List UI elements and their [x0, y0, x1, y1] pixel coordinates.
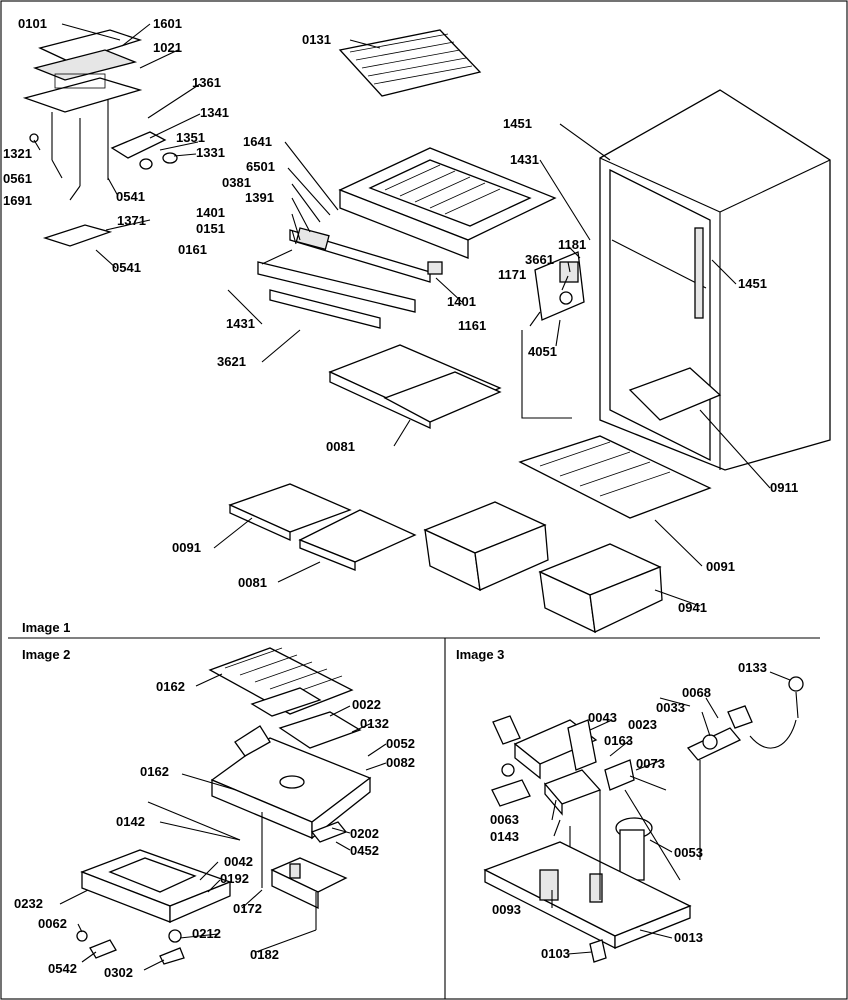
callout-0182: 0182 — [250, 947, 279, 962]
callout-labels: 0101 1601 1021 0131 1361 1341 1351 1331 … — [3, 16, 798, 980]
callout-0103: 0103 — [541, 946, 570, 961]
callout-0131: 0131 — [302, 32, 331, 47]
callout-1451-a: 1451 — [503, 116, 532, 131]
callout-0093: 0093 — [492, 902, 521, 917]
callout-1431-b: 1431 — [510, 152, 539, 167]
part-cover-top — [38, 29, 143, 63]
callout-3621: 3621 — [217, 354, 246, 369]
part-wire-shelf-0131 — [338, 29, 482, 97]
callout-0101: 0101 — [18, 16, 47, 31]
callout-0163: 0163 — [604, 733, 633, 748]
callout-0541-a: 0541 — [116, 189, 145, 204]
callout-0062: 0062 — [38, 916, 67, 931]
image2-parts — [59, 647, 387, 971]
callout-0162-b: 0162 — [140, 764, 169, 779]
callout-0542: 0542 — [48, 961, 77, 976]
callout-1451-b: 1451 — [738, 276, 767, 291]
callout-0091-b: 0091 — [706, 559, 735, 574]
callout-0091-a: 0091 — [172, 540, 201, 555]
callout-1341: 1341 — [200, 105, 229, 120]
callout-0052: 0052 — [386, 736, 415, 751]
callout-0068: 0068 — [682, 685, 711, 700]
part-tray — [22, 77, 143, 113]
part-housing — [32, 49, 138, 81]
part-louver — [54, 73, 106, 89]
callout-0151: 0151 — [196, 221, 225, 236]
callout-0142: 0142 — [116, 814, 145, 829]
callout-1641: 1641 — [243, 134, 272, 149]
callout-0941: 0941 — [678, 600, 707, 615]
callout-0452: 0452 — [350, 843, 379, 858]
callout-1401-a: 1401 — [196, 205, 225, 220]
part-strip-0161 — [257, 261, 416, 313]
callout-0132: 0132 — [360, 716, 389, 731]
callout-0172: 0172 — [233, 901, 262, 916]
callout-0133: 0133 — [738, 660, 767, 675]
callout-0911: 0911 — [770, 480, 798, 495]
callout-1691: 1691 — [3, 193, 32, 208]
part-sensor-0133 — [788, 676, 804, 692]
part-bracket-1371 — [42, 224, 113, 247]
callout-1171: 1171 — [498, 267, 526, 282]
section-title-image1: Image 1 — [22, 620, 70, 635]
section-title-image3: Image 3 — [456, 647, 504, 662]
part-strip-3621 — [269, 289, 381, 329]
callout-1331: 1331 — [196, 145, 225, 160]
callout-0541-b: 0541 — [112, 260, 141, 275]
callout-1391: 1391 — [245, 190, 274, 205]
callout-1161: 1161 — [458, 318, 486, 333]
part-bracket-1341 — [110, 131, 167, 159]
image3-parts — [483, 671, 804, 963]
callout-0053: 0053 — [674, 845, 703, 860]
callout-3661: 3661 — [525, 252, 554, 267]
callout-0063: 0063 — [490, 812, 519, 827]
callout-0161: 0161 — [178, 242, 207, 257]
callout-1361: 1361 — [192, 75, 221, 90]
callout-1021: 1021 — [153, 40, 182, 55]
callout-0162-a: 0162 — [156, 679, 185, 694]
callout-0081-a: 0081 — [326, 439, 355, 454]
callout-1601: 1601 — [153, 16, 182, 31]
callout-0232: 0232 — [14, 896, 43, 911]
callout-6501: 6501 — [246, 159, 275, 174]
callout-1181: 1181 — [558, 237, 586, 252]
callout-0073: 0073 — [636, 756, 665, 771]
callout-0212: 0212 — [192, 926, 221, 941]
image1-parts — [22, 23, 831, 634]
callout-0381: 0381 — [222, 175, 251, 190]
callout-1431-a: 1431 — [226, 316, 255, 331]
callout-1401-b: 1401 — [447, 294, 476, 309]
callout-1351: 1351 — [176, 130, 205, 145]
callout-0043: 0043 — [588, 710, 617, 725]
callout-0202: 0202 — [350, 826, 379, 841]
callout-0082: 0082 — [386, 755, 415, 770]
callout-1321: 1321 — [3, 146, 32, 161]
callout-0561: 0561 — [3, 171, 32, 186]
callout-1371: 1371 — [117, 213, 146, 228]
callout-0013: 0013 — [674, 930, 703, 945]
callout-0022: 0022 — [352, 697, 381, 712]
callout-0081-b: 0081 — [238, 575, 267, 590]
callout-0042: 0042 — [224, 854, 253, 869]
section-title-image2: Image 2 — [22, 647, 70, 662]
callout-0143: 0143 — [490, 829, 519, 844]
callout-0023: 0023 — [628, 717, 657, 732]
part-bracket-0073 — [604, 759, 635, 791]
part-clip — [492, 715, 521, 745]
callout-4051: 4051 — [528, 344, 557, 359]
part-thermostat-0068 — [727, 705, 753, 729]
callout-0302: 0302 — [104, 965, 133, 980]
callout-0192: 0192 — [220, 871, 249, 886]
callout-0033: 0033 — [656, 700, 685, 715]
